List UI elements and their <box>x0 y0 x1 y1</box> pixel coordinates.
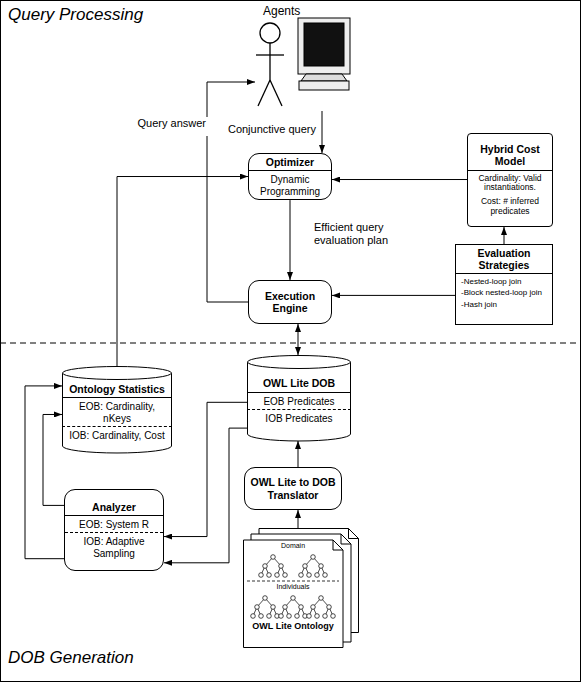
edge-label: Conjunctive query <box>200 123 318 136</box>
edge-label: Efficient query evaluation plan <box>312 221 404 247</box>
connector-arrow <box>322 111 323 153</box>
document-stack: DomainIndividualsOWL Lite Ontology <box>243 528 359 648</box>
node-text: Dynamic Programming <box>249 170 331 199</box>
database-cylinder: Ontology StatisticsEOB: Cardinality, nKe… <box>62 366 172 453</box>
node-text: -Hash join <box>456 299 552 310</box>
actor-figure: Agents <box>255 3 355 111</box>
node-text: IOB: Adaptive Sampling <box>65 532 163 561</box>
node-text: EOB: Cardinality, nKeys <box>62 397 172 426</box>
node-title: OWL Lite DOB <box>247 375 351 391</box>
process-box: OWL Lite to DOB Translator <box>244 467 342 510</box>
connector-arrow <box>298 324 299 355</box>
cost-model-box: Hybrid Cost ModelCardinality: Valid inst… <box>467 133 553 227</box>
connector-arrow <box>164 428 247 563</box>
connector-arrow <box>290 200 291 280</box>
process-box: OptimizerDynamic Programming <box>248 153 332 200</box>
node-title: Evaluation Strategies <box>456 245 552 273</box>
database-cylinder: OWL Lite DOBEOB PredicatesIOB Predicates <box>247 355 351 441</box>
node-text: Cardinality: Valid instantiations. <box>468 170 552 196</box>
connector-arrow <box>504 227 505 244</box>
node-title: Domain <box>243 542 343 550</box>
strategy-box: Evaluation Strategies-Nested-loop join-B… <box>455 244 553 325</box>
computer-icon <box>298 18 350 90</box>
node-title: OWL Lite to DOB Translator <box>245 474 341 502</box>
connector-arrow <box>332 295 455 296</box>
node-title: Ontology Statistics <box>62 381 172 397</box>
node-text: Individuals <box>243 583 343 591</box>
process-box: Execution Engine <box>248 280 332 324</box>
node-text: Cost: # inferred predicates <box>468 195 552 219</box>
node-title: Execution Engine <box>249 288 331 316</box>
node-title: Optimizer <box>249 154 331 170</box>
node-text: OWL Lite Ontology <box>243 621 343 631</box>
region-label: DOB Generation <box>8 648 134 668</box>
section-divider <box>0 343 581 344</box>
region-label: Query Processing <box>8 5 143 25</box>
node-title: Hybrid Cost Model <box>468 141 552 169</box>
stick-figure <box>256 23 284 106</box>
node-text: EOB Predicates <box>247 392 351 410</box>
node-text: -Block nested-loop join <box>456 287 552 298</box>
node-title: Analyzer <box>65 499 163 515</box>
process-box: AnalyzerEOB: System RIOB: Adaptive Sampl… <box>64 489 164 571</box>
node-text: IOB Predicates <box>247 409 351 427</box>
connector-arrow <box>332 179 467 180</box>
connector-arrow <box>298 510 299 528</box>
connector-arrow <box>298 441 299 467</box>
connector-arrow <box>25 386 64 559</box>
node-text: IOB: Cardinality, Cost <box>62 426 172 444</box>
connector-arrow <box>164 402 247 536</box>
node-text: EOB: System R <box>65 515 163 533</box>
node-text: -Nested-loop join <box>456 273 552 287</box>
connector-arrow <box>117 177 248 366</box>
edge-label: Query answer <box>120 117 208 130</box>
actor-name: Agents <box>255 3 355 21</box>
connector-arrow <box>43 414 64 505</box>
